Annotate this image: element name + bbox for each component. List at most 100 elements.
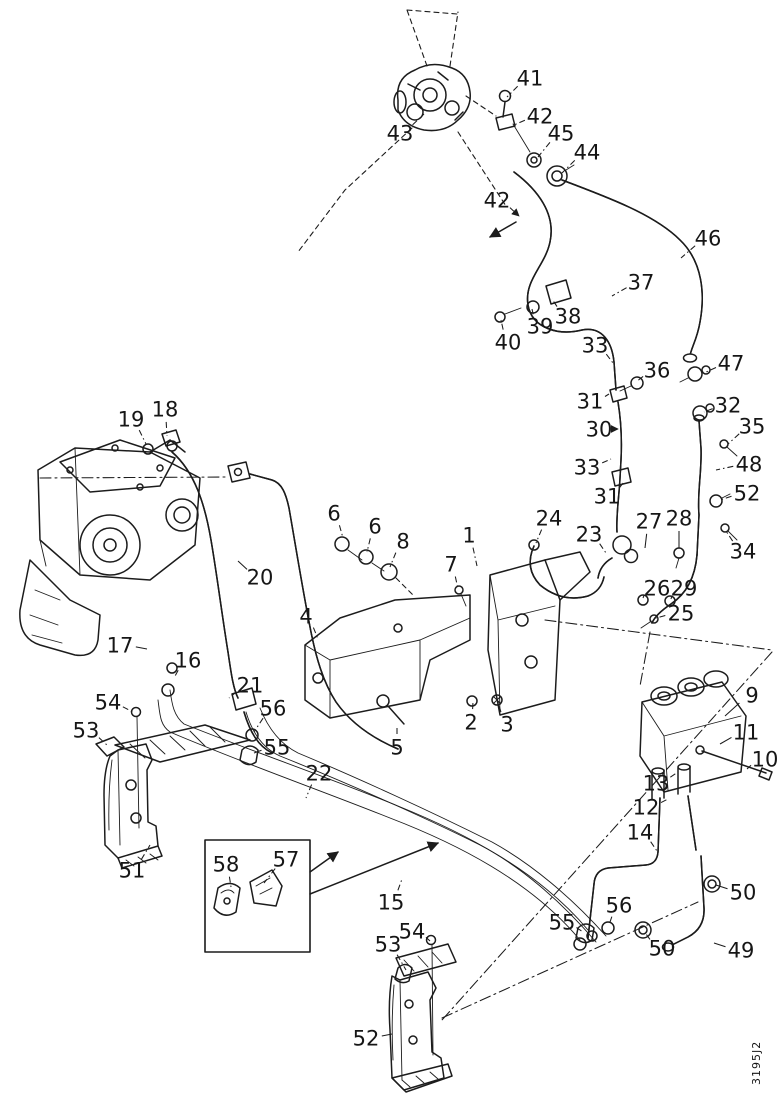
leader-line-24-23 <box>535 529 543 544</box>
leader-line-48-19 <box>715 465 734 471</box>
leader-line-36-12 <box>635 376 644 383</box>
drawing-number: 3195J2 <box>750 1041 763 1085</box>
return-hoses <box>494 171 711 392</box>
callout-15-59: 15 <box>378 891 405 915</box>
mounting-brackets <box>304 536 591 725</box>
callout-18-31: 18 <box>152 398 179 422</box>
leader-line-3-43 <box>497 701 502 713</box>
steering-gear <box>19 429 251 657</box>
callout-19-30: 19 <box>118 408 145 432</box>
callout-52-21: 52 <box>734 482 761 506</box>
callout-20-32: 20 <box>247 566 274 590</box>
bracket-51 <box>95 706 251 869</box>
callout-31-20: 31 <box>594 485 621 509</box>
leader-line-22-56 <box>305 784 313 799</box>
leader-line-35-17 <box>727 433 740 445</box>
leader-line-12-49 <box>660 798 669 804</box>
leader-line-51-53 <box>140 844 151 860</box>
callout-2-42: 2 <box>464 711 477 735</box>
callout-21-35: 21 <box>237 674 264 698</box>
steel-tubes-right <box>528 385 738 629</box>
leader-line-42-1 <box>513 119 526 126</box>
callout-28-26: 28 <box>666 507 693 531</box>
callout-50-66: 50 <box>730 881 757 905</box>
callout-22-56: 22 <box>306 762 333 786</box>
leader-line-55-55 <box>253 749 262 754</box>
leader-line-55-63 <box>576 927 584 933</box>
leader-line-4-41 <box>312 627 319 640</box>
callout-41-0: 41 <box>517 67 544 91</box>
leader-line-39-9 <box>531 308 534 315</box>
callout-6-36: 6 <box>327 502 340 526</box>
leader-line-56-64 <box>608 916 613 926</box>
leader-line-54-61 <box>425 936 431 942</box>
callout-1-39: 1 <box>462 524 475 548</box>
callout-38-8: 38 <box>555 305 582 329</box>
callout-44-3: 44 <box>574 141 601 165</box>
leader-line-43-4 <box>412 113 425 126</box>
leader-line-11-46 <box>719 736 732 745</box>
leader-line-57-58 <box>263 868 276 884</box>
leader-line-46-6 <box>680 245 696 259</box>
callout-52-62: 52 <box>353 1027 380 1051</box>
callout-49-67: 49 <box>728 939 755 963</box>
callout-39-9: 39 <box>527 315 554 339</box>
leader-line-27-25 <box>644 533 648 549</box>
callout-12-49: 12 <box>633 796 660 820</box>
callout-8-38: 8 <box>396 530 409 554</box>
callout-5-44: 5 <box>390 736 403 760</box>
leader-line-10-47 <box>746 764 752 770</box>
leader-line-40-10 <box>500 319 504 330</box>
callout-54-61: 54 <box>399 920 426 944</box>
phantom-lines <box>39 476 773 1021</box>
leader-line-8-38 <box>389 552 397 568</box>
callout-53-60: 53 <box>375 933 402 957</box>
leader-line-54-51 <box>122 706 134 713</box>
leader-line-38-8 <box>551 298 558 307</box>
callout-50-65: 50 <box>649 937 676 961</box>
callout-29-28: 29 <box>671 577 698 601</box>
leader-line-6-36 <box>338 525 344 539</box>
callout-6-37: 6 <box>368 515 381 539</box>
leader-line-21-35 <box>228 691 237 699</box>
callout-23-24: 23 <box>576 523 603 547</box>
callout-40-10: 40 <box>495 331 522 355</box>
callout-11-46: 11 <box>733 721 760 745</box>
leader-line-58-57 <box>228 876 232 888</box>
leader-line-52-62 <box>381 1033 393 1037</box>
callout-17-33: 17 <box>107 634 134 658</box>
callout-35-17: 35 <box>739 415 766 439</box>
callout-32-15: 32 <box>715 394 742 418</box>
callout-45-2: 45 <box>548 122 575 146</box>
leader-line-44-3 <box>561 159 576 174</box>
leader-line-41-0 <box>506 85 519 98</box>
callout-25-29: 25 <box>668 602 695 626</box>
callout-10-47: 10 <box>752 748 778 772</box>
callout-58-57: 58 <box>213 853 240 877</box>
leader-line-34-22 <box>725 530 734 542</box>
leader-line-29-28 <box>670 596 673 600</box>
leader-line-20-32 <box>237 560 248 570</box>
control-valve <box>575 670 773 952</box>
leader-line-13-48 <box>670 771 679 778</box>
callout-30-16: 30 <box>586 418 613 442</box>
pump-assembly <box>297 9 517 253</box>
callout-46-6: 46 <box>695 227 722 251</box>
leader-line-52-21 <box>719 495 732 501</box>
callout-31-14: 31 <box>577 390 604 414</box>
leader-line-25-29 <box>655 615 666 619</box>
leader-line-53-60 <box>396 954 407 971</box>
leader-line-6-37 <box>366 538 371 553</box>
leader-line-18-31 <box>165 421 168 437</box>
leader-line-37-7 <box>611 287 627 297</box>
callout-55-63: 55 <box>549 911 576 935</box>
leader-line-31-20 <box>618 481 625 489</box>
leader-line-50-65 <box>645 933 651 940</box>
callout-37-7: 37 <box>628 271 655 295</box>
leader-line-56-54 <box>253 717 264 733</box>
callout-47-13: 47 <box>718 352 745 376</box>
leader-line-16-34 <box>173 670 179 679</box>
callout-36-12: 36 <box>644 359 671 383</box>
